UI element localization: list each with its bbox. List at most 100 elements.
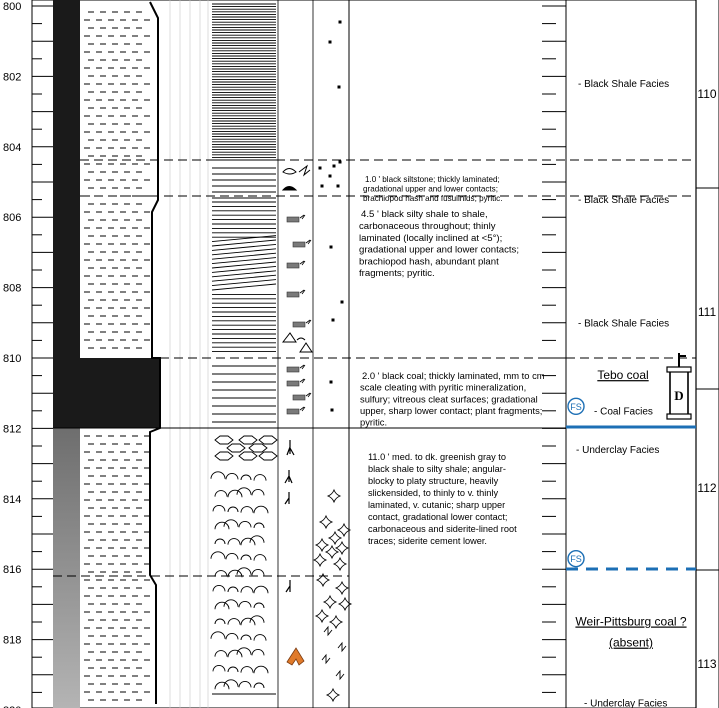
pyrite-icon xyxy=(329,380,333,384)
brachiopod-hash-icon xyxy=(305,239,312,245)
description-line: 4.5 ' black silty shale to shale, xyxy=(361,209,488,220)
facies-label: - Black Shale Facies xyxy=(578,79,669,90)
brachiopod-hash-icon xyxy=(299,364,306,370)
description-line: carbonaceous throughout; thinly xyxy=(359,221,496,232)
siderite-icon xyxy=(337,641,347,653)
plant-fragment-icon xyxy=(292,394,306,401)
plant-fragment-icon xyxy=(286,262,300,269)
weathering-profile xyxy=(149,1,161,704)
description-line: gradational upper and lower contacts; xyxy=(359,245,519,256)
coal-bed xyxy=(79,358,160,428)
description-line: slickensided, to thinly to v. thinly xyxy=(368,488,498,498)
facies-label: - Black Shale Facies xyxy=(578,318,669,329)
bed-boundaries xyxy=(53,159,696,577)
lithologic-descriptions: 1.0 ' black siltstone; thickly laminated… xyxy=(359,175,545,546)
flooding-surface-icon xyxy=(567,397,585,416)
pyrite-icon xyxy=(338,20,342,24)
plant-fragment-icon xyxy=(286,291,300,298)
flooding-surface-label: FS xyxy=(570,402,582,412)
color-column-black xyxy=(53,0,80,428)
siderite-icon xyxy=(337,596,353,612)
plant-fragment-icon xyxy=(286,380,300,387)
siderite-icon xyxy=(334,540,350,556)
siderite-icon xyxy=(326,488,342,504)
pyrite-icon xyxy=(331,318,335,322)
depth-label: 812 xyxy=(3,423,21,435)
coal-name-label: Tebo coal xyxy=(597,368,648,382)
brachiopod-hash-icon xyxy=(299,260,306,266)
brachiopod-icon xyxy=(299,342,313,353)
brachiopod-hash-icon xyxy=(305,392,312,398)
description-line: brachiopod hash, abundant plant xyxy=(359,256,499,267)
pyrite-icon xyxy=(320,184,324,188)
description-line: laminated, v. cutanic; sharp upper xyxy=(368,500,505,510)
facies-labels: - Black Shale Facies - Black Shale Facies… xyxy=(576,79,669,708)
brachiopod-icon xyxy=(281,186,298,191)
plant-fragment-icon xyxy=(292,241,306,248)
column-frames xyxy=(31,0,719,708)
description-line: upper, sharp lower contact; plant fragme… xyxy=(360,405,542,416)
facies-label: - Black Shale Facies xyxy=(578,195,669,206)
brachiopod-hash-icon xyxy=(299,289,306,295)
lamination-pattern xyxy=(211,3,277,695)
siderite-icon xyxy=(325,687,341,703)
plant-fragment-icon xyxy=(286,408,300,415)
siderite-icon xyxy=(327,530,343,546)
description-line: fragments; pyritic. xyxy=(359,268,435,279)
siderite-icon xyxy=(321,653,331,665)
pyrite-icon xyxy=(318,166,322,170)
fusulinid-icon xyxy=(298,164,311,177)
brachiopod-icon xyxy=(281,332,297,343)
pyrite-icon xyxy=(328,40,332,44)
blocky-structure-pattern xyxy=(210,435,278,690)
depth-label: 806 xyxy=(3,212,21,224)
siderite-icon xyxy=(335,669,345,681)
core-box-number: 113 xyxy=(697,657,716,671)
depth-label: 802 xyxy=(3,71,21,83)
pyrite-icon xyxy=(340,300,344,304)
description-line: scale cleating with pyritic mineralizati… xyxy=(360,382,526,393)
siderite-icon xyxy=(318,514,334,530)
pyrite-icon xyxy=(329,245,333,249)
lithology-shale-pattern xyxy=(84,11,150,701)
description-line: 2.0 ' black coal; thickly laminated, mm … xyxy=(362,370,545,381)
depth-label: 818 xyxy=(3,635,21,647)
siderite-icon xyxy=(314,537,330,553)
brachiopod-hash-icon xyxy=(299,406,306,412)
depth-label: 814 xyxy=(3,494,21,506)
box-dividers xyxy=(696,187,719,571)
core-box-icon: D xyxy=(666,353,692,420)
brachiopod-hash-icon xyxy=(305,319,312,325)
coal-name-label: (absent) xyxy=(609,636,653,650)
description-line: blocky to platy structure, heavily xyxy=(368,476,499,486)
description-line: laminated (locally inclined at <5°); xyxy=(359,233,502,244)
siderite-icon xyxy=(322,594,338,610)
brachiopod-icon xyxy=(296,337,306,341)
depth-label: 808 xyxy=(3,283,21,295)
plant-fragment-icon xyxy=(286,366,300,373)
siderite-icon xyxy=(323,625,333,637)
pyrite-icon xyxy=(330,408,334,412)
siderite-icon xyxy=(324,544,340,560)
plant-fragment-icon xyxy=(292,321,306,328)
siderite-icon xyxy=(336,522,352,538)
flooding-surface-label: FS xyxy=(570,554,582,564)
pyrite-icon xyxy=(336,184,340,188)
flooding-surface-markers: FS FS xyxy=(567,397,585,568)
depth-label: 800 xyxy=(3,1,21,13)
pyrite-icon xyxy=(332,164,336,168)
description-line: 1.0 ' black siltstone; thickly laminated… xyxy=(365,175,500,184)
fossil-column xyxy=(281,164,313,666)
facies-label: - Coal Facies xyxy=(594,406,653,417)
core-box-number: 111 xyxy=(698,305,717,319)
brachiopod-icon xyxy=(282,168,297,175)
core-box-number: 112 xyxy=(697,481,716,495)
description-line: pyritic. xyxy=(360,417,387,428)
mineral-column xyxy=(312,20,353,703)
depth-label: 810 xyxy=(3,353,21,365)
siderite-icon xyxy=(334,580,350,596)
core-box-label: D xyxy=(674,388,683,403)
depth-label: 804 xyxy=(3,142,21,154)
